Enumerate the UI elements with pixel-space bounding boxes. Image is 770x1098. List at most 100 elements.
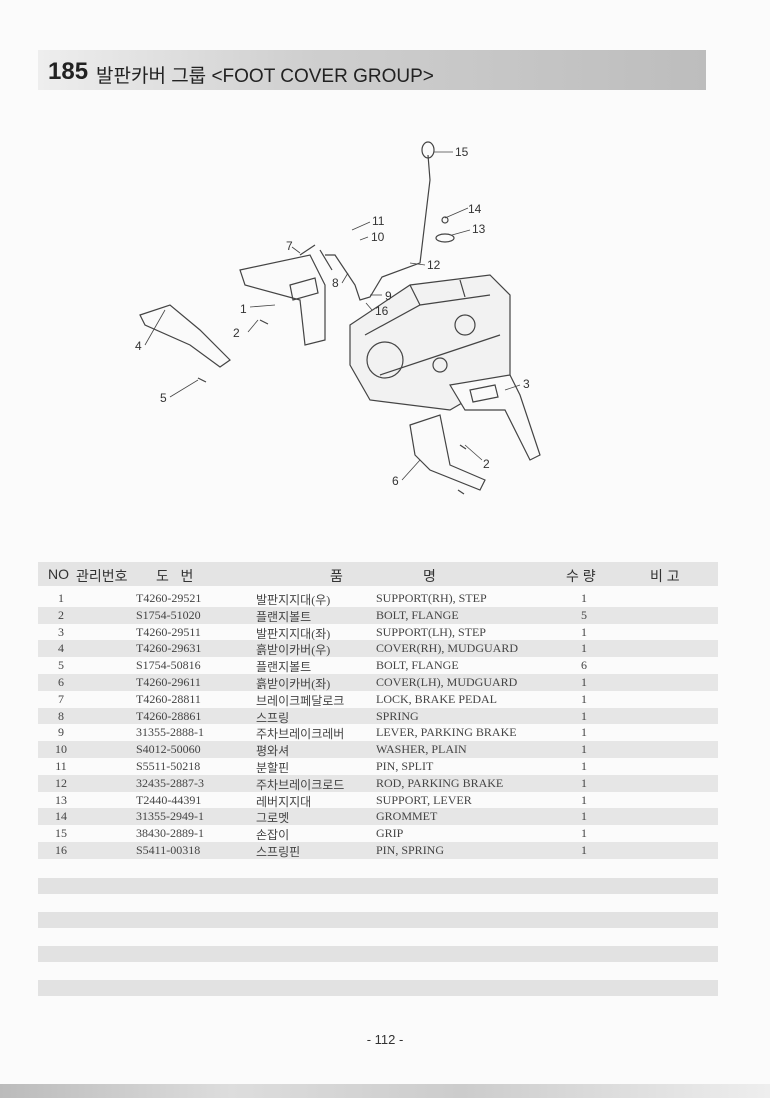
callout-3: 3: [523, 377, 530, 391]
item-number: 5: [58, 658, 64, 673]
english-name: GROMMET: [376, 809, 438, 824]
english-name: WASHER, PLAIN: [376, 742, 467, 757]
english-name: COVER(LH), MUDGUARD: [376, 675, 518, 689]
callout-16: 16: [375, 304, 389, 318]
page-number: - 112 -: [366, 1032, 404, 1047]
part-support-lh: [449, 374, 541, 461]
callout-14: 14: [468, 202, 482, 216]
quantity: 1: [581, 725, 587, 740]
callout-2b: 2: [483, 457, 490, 471]
item-number: 13: [55, 792, 67, 807]
quantity: 1: [581, 775, 587, 790]
item-number: 12: [55, 775, 67, 790]
part-grommet: [441, 216, 449, 224]
part-number: 32435-2887-3: [136, 775, 204, 790]
korean-name: 흙받이카버(좌): [256, 677, 331, 691]
korean-name: 발판지지대(우): [256, 593, 331, 607]
table-row: 12 32435-2887-3 주차브레이크로드 ROD, PARKING BRAKE…: [38, 774, 718, 792]
blank-row-band: [38, 946, 718, 962]
english-name: SUPPORT, LEVER: [376, 792, 472, 807]
header-no: NO: [48, 566, 69, 582]
quantity: 1: [581, 641, 587, 656]
korean-name: 발판지지대(좌): [256, 626, 331, 641]
blank-row-band: [38, 912, 718, 928]
english-name: COVER(RH), MUDGUARD: [376, 641, 519, 656]
table-header: NO 관리번호 도 번 품 명 수 량 비 고: [38, 562, 718, 586]
header-name-1: 품: [330, 568, 343, 584]
quantity: 1: [581, 742, 587, 757]
part-support-lever: [435, 233, 455, 243]
part-number: T4260-29511: [136, 624, 201, 639]
title-bar: 185 발판카버 그룹 <FOOT COVER GROUP>: [38, 50, 706, 90]
item-number: 3: [58, 624, 64, 639]
item-number: 7: [58, 691, 64, 706]
english-name: SUPPORT(LH), STEP: [376, 624, 486, 639]
english-name: ROD, PARKING BRAKE: [376, 775, 504, 790]
table-row: 9 31355-2888-1 주차브레이크레버 LEVER, PARKING BRAK…: [38, 724, 718, 741]
quantity: 1: [581, 843, 587, 857]
header-drawing: 도 번: [156, 568, 194, 584]
korean-name: 그로멧: [256, 811, 290, 826]
callout-5: 5: [160, 391, 167, 405]
callout-13: 13: [472, 222, 486, 236]
korean-name: 손잡이: [256, 828, 290, 843]
korean-name: 스프링핀: [256, 845, 301, 859]
part-number: S4012-50060: [136, 742, 201, 757]
korean-name: 분할핀: [256, 761, 290, 775]
item-number: 9: [58, 725, 64, 740]
callout-6: 6: [392, 474, 399, 488]
table-row: 13 T2440-44391 레버지지대 SUPPORT, LEVER 1: [38, 792, 718, 809]
part-support-rh: [239, 254, 326, 346]
part-number: 38430-2889-1: [136, 826, 204, 841]
callout-12: 12: [427, 258, 441, 272]
part-parking-lever: [325, 154, 431, 301]
quantity: 5: [581, 607, 587, 622]
item-number: 1: [58, 591, 64, 605]
quantity: 1: [581, 809, 587, 824]
scan-edge: [0, 1084, 770, 1098]
callout-10: 10: [371, 230, 385, 244]
callout-15: 15: [455, 145, 469, 159]
quantity: 1: [581, 675, 587, 689]
quantity: 1: [581, 691, 587, 706]
english-name: BOLT, FLANGE: [376, 607, 459, 622]
part-number: S1754-50816: [136, 658, 201, 673]
item-number: 8: [58, 708, 64, 723]
quantity: 1: [581, 792, 587, 807]
section-number: 185: [48, 58, 89, 85]
part-number: 31355-2888-1: [136, 725, 204, 740]
item-number: 14: [55, 809, 67, 824]
callout-9: 9: [385, 289, 392, 303]
part-number: S1754-51020: [136, 607, 201, 622]
callout-4: 4: [135, 339, 142, 353]
header-name-2: 명: [423, 568, 436, 584]
part-number: S5411-00318: [136, 843, 201, 857]
quantity: 1: [581, 708, 587, 723]
part-mudguard-lh: [409, 414, 486, 491]
part-number: S5511-50218: [136, 759, 201, 773]
part-grip: [421, 141, 435, 159]
korean-name: 주차브레이크레버: [256, 727, 345, 742]
korean-name: 주차브레이크로드: [256, 777, 345, 792]
quantity: 1: [581, 759, 587, 773]
english-name: LOCK, BRAKE PEDAL: [376, 691, 498, 706]
korean-name: 흙받이카버(우): [256, 643, 331, 658]
part-number: T2440-44391: [136, 792, 202, 807]
header-remarks: 비 고: [650, 568, 680, 584]
quantity: 1: [581, 591, 587, 605]
header-qty: 수 량: [566, 568, 596, 584]
part-number: T4260-28811: [136, 691, 201, 706]
english-name: LEVER, PARKING BRAKE: [376, 725, 517, 740]
korean-name: 레버지지대: [256, 794, 312, 809]
